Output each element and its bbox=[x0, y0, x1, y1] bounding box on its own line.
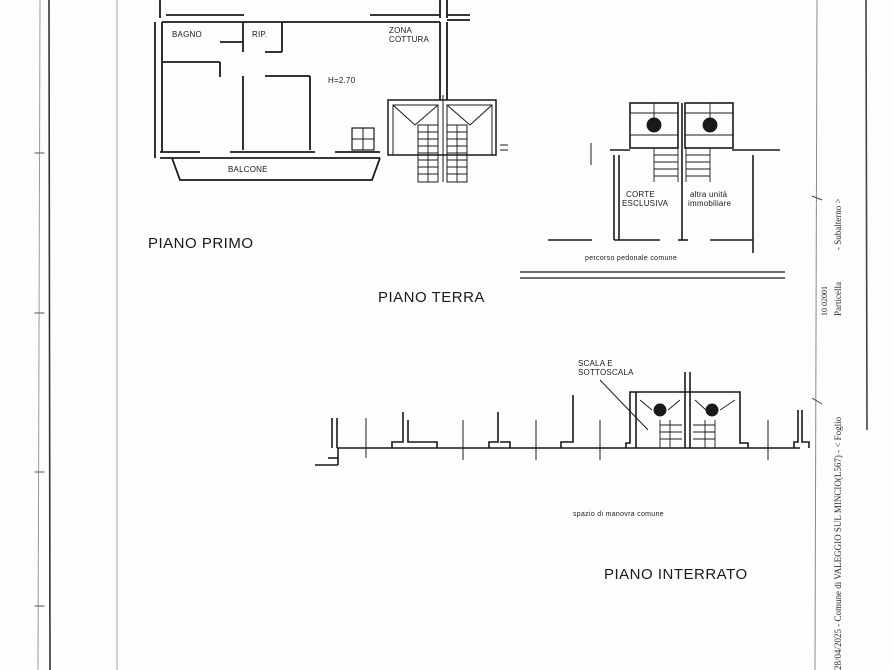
margin-note-particella-code: 10 02001 bbox=[820, 286, 829, 316]
piano-primo-plan bbox=[154, 0, 497, 183]
primo-stair-treads bbox=[418, 125, 467, 182]
room-label-zona: ZONA bbox=[389, 26, 413, 35]
area-label-esclusiva: ESCLUSIVA bbox=[622, 199, 669, 208]
margin-note-comune: 28/04/2025 - Comune di VALEGGIO SUL MINC… bbox=[833, 416, 843, 670]
area-label-percorso: percorso pedonale comune bbox=[585, 255, 678, 262]
floor-title-piano-interrato: PIANO INTERRATO bbox=[604, 566, 748, 583]
label-sottoscala: SOTTOSCALA bbox=[578, 368, 634, 377]
room-label-rip: RIP. bbox=[252, 30, 268, 39]
piano-interrato-plan bbox=[315, 372, 810, 466]
label-scala-e: SCALA E bbox=[578, 359, 613, 368]
right-frame bbox=[811, 0, 868, 670]
room-label-bagno: BAGNO bbox=[172, 30, 202, 39]
area-label-altra-unita: altra unità bbox=[690, 190, 728, 199]
floor-title-piano-terra: PIANO TERRA bbox=[378, 289, 485, 306]
room-label-cottura: COTTURA bbox=[389, 35, 430, 44]
room-label-balcone: BALCONE bbox=[228, 165, 268, 174]
area-label-corte: CORTE bbox=[626, 190, 655, 199]
area-label-immobiliare: immobiliare bbox=[688, 199, 732, 208]
area-label-spazio-manovra: spazio di manovra comune bbox=[573, 511, 664, 518]
left-frame bbox=[34, 0, 118, 670]
terra-stair-treads bbox=[630, 103, 733, 182]
interrato-stair-treads bbox=[639, 399, 736, 448]
margin-note-subalterno: - Subalterno > bbox=[833, 198, 843, 250]
ceiling-height-label: H=2.70 bbox=[328, 76, 356, 85]
margin-note-particella: Particella bbox=[833, 282, 843, 316]
floor-title-piano-primo: PIANO PRIMO bbox=[148, 235, 254, 252]
piano-terra-plan bbox=[500, 102, 785, 279]
